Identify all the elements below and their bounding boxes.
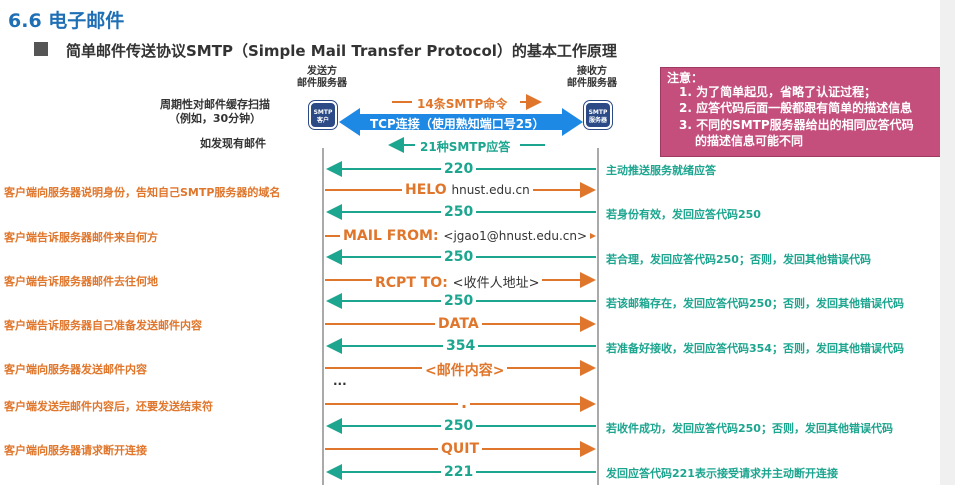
desc-rcpt-to: 客户端告诉服务器邮件去往何地 [4,275,158,288]
scan-note-line1: 周期性对邮件缓存扫描 [160,98,270,111]
desc-220: 主动推送服务就绪应答 [606,164,716,177]
desc-end-mark: 客户端发送完邮件内容后，还要发送结束符 [4,400,213,413]
cmd-helo-label: HELO hnust.edu.cn [402,182,533,198]
desc-250-d: 若收件成功，发回应答代码250；否则，发回其他错误代码 [606,422,893,435]
reply-221-label: 221 [441,464,477,480]
reply-250-d-label: 250 [441,418,477,434]
cmd-rcpt-to-keyword: RCPT TO: [375,275,448,291]
server-icon-label-2: 服务器 [588,117,607,124]
tcp-connection-arrow [339,108,583,136]
replies-label: 21种SMTP应答 [420,140,511,154]
note-box: 注意： 1. 为了简单起见，省略了认证过程； 2. 应答代码后面一般都跟有简单的… [660,67,950,157]
tcp-connection-label: TCP连接（使用熟知端口号25） [370,117,545,131]
smtp-client-icon: SMTP 客户 [308,100,338,130]
cmd-mail-from-label: MAIL FROM: <jgao1@hnust.edu.cn> [340,228,591,244]
reply-354-label: 354 [443,338,479,354]
sender-label-1: 发送方 [307,66,337,77]
reply-250-a-label: 250 [441,204,477,220]
bullet-square-icon [34,42,48,56]
cmd-rcpt-to-label: RCPT TO: <收件人地址> [372,272,543,291]
page-title: 6.6 电子邮件 [8,10,125,32]
cmd-mail-from-arg: <jgao1@hnust.edu.cn> [443,229,588,243]
desc-mail-from: 客户端告诉服务器邮件来自何方 [4,231,158,244]
note-item-1: 1. 为了简单起见，省略了认证过程； [679,85,877,99]
scrollbar[interactable] [940,0,955,485]
diagram-subtitle: 简单邮件传送协议SMTP（Simple Mail Transfer Protoc… [66,42,617,60]
cmd-helo-arg: hnust.edu.cn [451,183,530,197]
note-item-2: 2. 应答代码后面一般都跟有简单的描述信息 [679,101,913,115]
commands-label: 14条SMTP命令 [417,97,508,111]
cmd-quit-label: QUIT [438,441,483,457]
desc-quit: 客户端向服务器请求断开连接 [4,444,147,457]
desc-250-b: 若合理，发回应答代码250；否则，发回其他错误代码 [606,253,871,266]
desc-250-c: 若该邮箱存在，发回应答代码250；否则，发回其他错误代码 [606,297,904,310]
note-item-3a: 3. 不同的SMTP服务器给出的相同应答代码 [679,118,914,132]
desc-helo: 客户端向服务器说明身份，告知自己SMTP服务器的域名 [4,186,281,199]
desc-data: 客户端告诉服务器自己准备发送邮件内容 [4,319,202,332]
ellipsis-label: ... [333,374,347,388]
scan-note: 周期性对邮件缓存扫描 （例如，30分钟） [160,98,270,126]
desc-221: 发回应答代码221表示接受请求并主动断开连接 [606,467,838,480]
has-mail-note: 如发现有邮件 [200,137,266,150]
server-icon-label-1: SMTP [588,109,608,116]
cmd-data-label: DATA [435,316,482,332]
reply-250-c-label: 250 [441,293,477,309]
receiver-header: 接收方 邮件服务器 [567,66,617,90]
cmd-mail-content-label: <邮件内容> [422,360,508,380]
sender-label-2: 邮件服务器 [297,78,347,89]
desc-354: 若准备好接收，发回应答代码354；否则，发回其他错误代码 [606,342,904,355]
cmd-end-mark-label: . [458,393,471,412]
smtp-server-icon: SMTP 服务器 [583,100,613,130]
reply-220-label: 220 [441,161,477,177]
reply-250-b-label: 250 [441,249,477,265]
sender-header: 发送方 邮件服务器 [297,66,347,90]
cmd-mail-from-keyword: MAIL FROM: [343,228,439,244]
receiver-label-2: 邮件服务器 [567,78,617,89]
receiver-label-1: 接收方 [577,66,607,77]
client-icon-label-1: SMTP [313,109,333,116]
scan-note-line2: （例如，30分钟） [168,112,262,125]
note-item-3b: 的描述信息可能不同 [695,134,804,148]
desc-250-a: 若身份有效，发回应答代码250 [606,208,761,221]
note-head: 注意： [667,71,704,85]
cmd-helo-keyword: HELO [405,182,447,198]
desc-mail-content: 客户端向服务器发送邮件内容 [4,363,147,376]
cmd-rcpt-to-arg: <收件人地址> [452,276,540,291]
client-icon-label-2: 客户 [316,117,329,124]
